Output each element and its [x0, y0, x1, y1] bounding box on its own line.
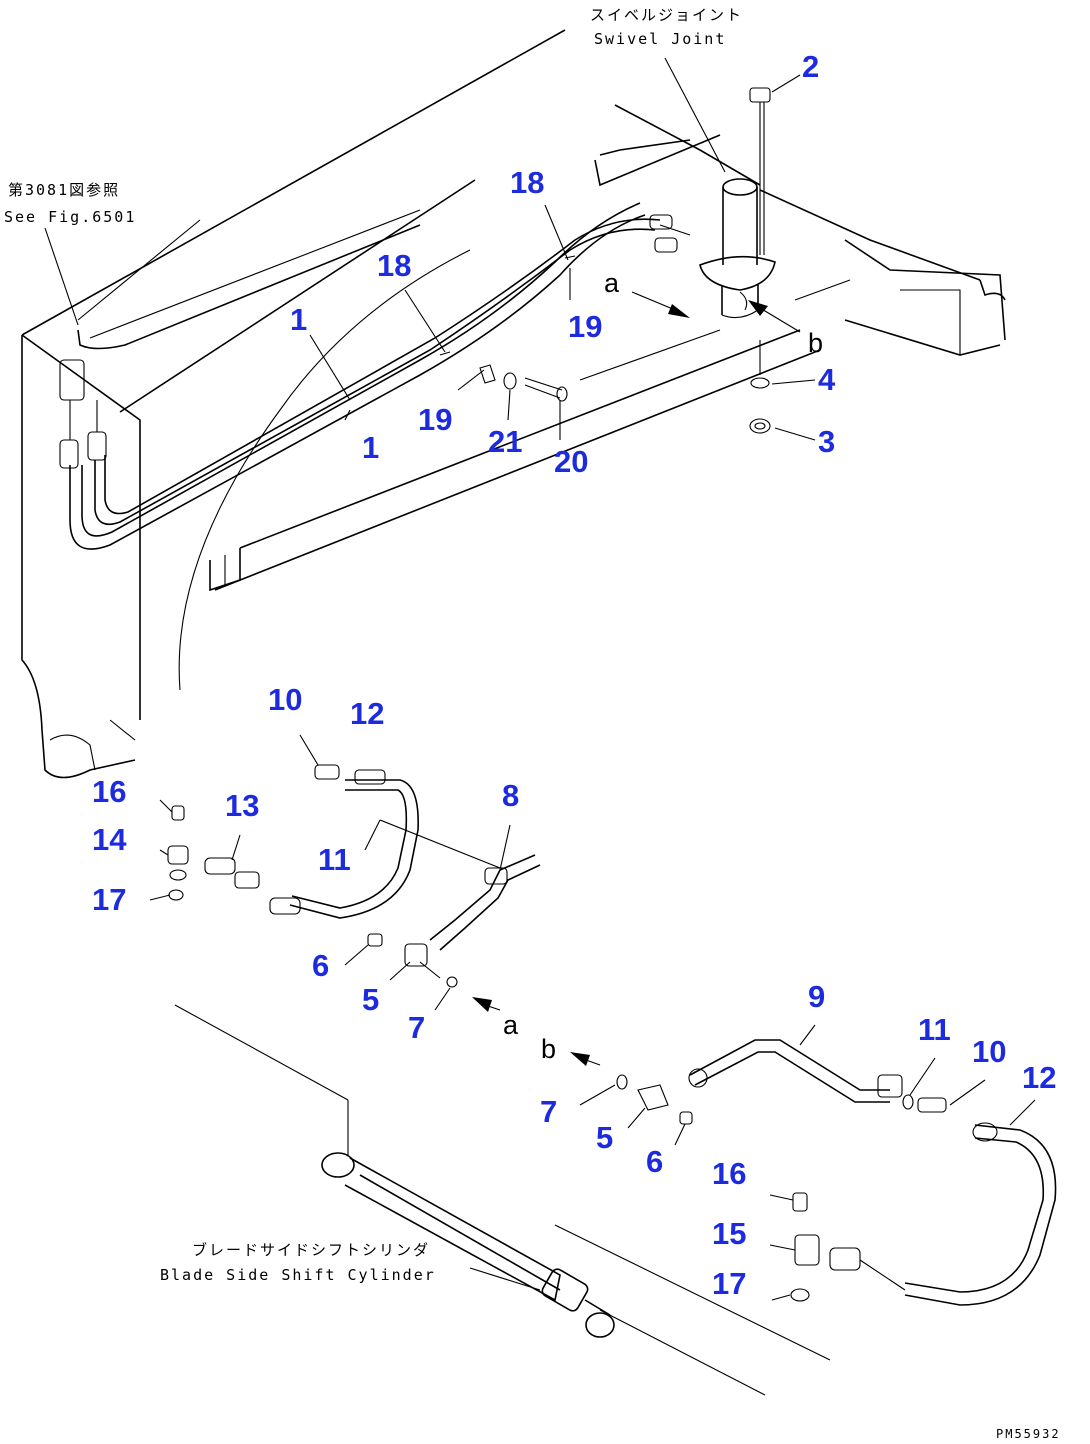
leader-lines [44, 57, 1036, 1301]
part-number: 4 [818, 362, 836, 397]
part-number: 18 [510, 165, 544, 200]
swivel-joint-label-en: Swivel Joint [594, 30, 726, 48]
part-number: 1 [290, 302, 307, 337]
part-number: 15 [712, 1216, 746, 1251]
part-number: 5 [596, 1120, 613, 1155]
part-number: 12 [1022, 1060, 1056, 1095]
part-number: 12 [350, 696, 384, 731]
upper-hoses [59, 202, 678, 550]
part-number: 14 [92, 822, 127, 857]
part-number: 21 [488, 424, 522, 459]
part-number: 7 [540, 1094, 557, 1129]
view-arrows [472, 291, 801, 1066]
view-ref-a-upper: a [604, 268, 620, 298]
arrow-a-upper-icon [668, 304, 690, 318]
arrow-b-upper-icon [748, 300, 768, 316]
part-number: 5 [362, 982, 379, 1017]
part-number: 2 [802, 49, 819, 84]
view-ref-b-lower: b [541, 1034, 556, 1064]
part-number: 6 [646, 1144, 663, 1179]
part-number: 8 [502, 778, 519, 813]
part-number: 7 [408, 1010, 425, 1045]
part-number: 17 [712, 1266, 746, 1301]
part-number: 9 [808, 979, 825, 1014]
part-number: 6 [312, 948, 329, 983]
arrow-a-lower-icon [472, 997, 492, 1012]
blade-cylinder-label-jp: ブレードサイドシフトシリンダ [192, 1241, 430, 1259]
swivel-joint-drawing [699, 87, 776, 434]
part-number: 1 [362, 430, 379, 465]
blade-cylinder-drawing [174, 1004, 831, 1396]
part-number: 18 [377, 248, 411, 283]
part-number: 19 [568, 309, 602, 344]
part-number: 13 [225, 788, 259, 823]
swivel-joint-label-jp: スイベルジョイント [590, 6, 743, 24]
view-ref-a-lower: a [503, 1010, 519, 1040]
drawing-code: PM55932 [996, 1427, 1061, 1441]
frame-lines [21, 29, 1006, 779]
view-ref-b-upper: b [808, 328, 823, 358]
part-number: 11 [318, 842, 351, 877]
see-fig-label-jp: 第3081図参照 [8, 181, 120, 199]
blade-cylinder-label-en: Blade Side Shift Cylinder [160, 1266, 436, 1284]
part-number: 19 [418, 402, 452, 437]
part-number: 16 [712, 1156, 746, 1191]
part-number: 11 [918, 1012, 951, 1047]
part-number: 3 [818, 424, 835, 459]
lower-right-hoses [616, 1039, 1057, 1306]
clamp-hardware [479, 329, 721, 402]
see-fig-label-en: See Fig.6501 [4, 208, 136, 226]
part-number: 16 [92, 774, 126, 809]
part-number: 10 [268, 682, 302, 717]
part-number: 20 [554, 444, 588, 479]
arrow-b-lower-icon [570, 1052, 590, 1066]
part-number: 17 [92, 882, 126, 917]
lower-left-hoses [167, 764, 541, 988]
part-number: 10 [972, 1034, 1006, 1069]
